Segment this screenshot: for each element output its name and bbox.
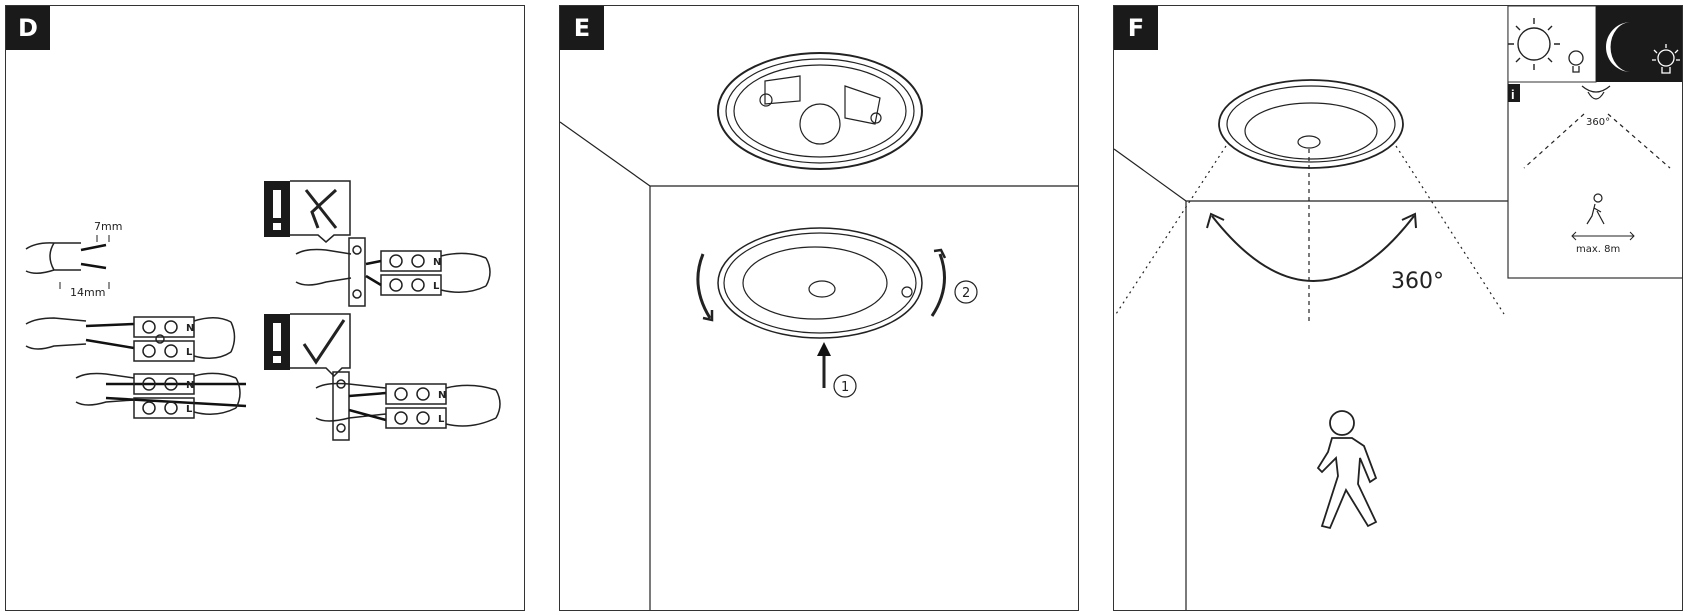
panel-d-label: D — [6, 6, 50, 50]
lit-bulb-icon — [1652, 44, 1680, 74]
terminal-l-3: L — [433, 281, 440, 292]
sun-icon — [1508, 18, 1560, 70]
walking-person-icon — [1316, 410, 1378, 530]
sensor-diagram: 360° i — [1114, 6, 1682, 610]
terminal-n-2: N — [186, 380, 194, 391]
bulb-icon — [1568, 50, 1584, 73]
panel-f-sensor: F 360° — [1113, 5, 1683, 611]
panel-f-label: F — [1114, 6, 1158, 50]
terminal-l-4: L — [438, 414, 445, 425]
strip-length-long: 14mm — [70, 286, 105, 299]
terminal-l-1: L — [186, 347, 193, 358]
mounting-diagram: 1 2 — [560, 52, 1078, 610]
step-1-number: 1 — [841, 380, 849, 395]
check-icon — [302, 319, 346, 365]
panel-e-label: E — [560, 6, 604, 50]
info-icon: i — [1511, 87, 1515, 102]
terminal-n-1: N — [186, 323, 194, 334]
warning-icon-2 — [264, 314, 290, 370]
panel-d-wiring: D — [5, 5, 525, 611]
terminal-n-3: N — [433, 257, 441, 268]
wiring-diagram: 7mm 14mm N L N L N — [25, 180, 501, 441]
terminal-l-2: L — [186, 404, 193, 415]
moon-icon — [1605, 21, 1631, 72]
detection-range: max. 8m — [1576, 244, 1620, 255]
info-angle: 360° — [1586, 117, 1610, 128]
step-2-number: 2 — [962, 286, 970, 301]
terminal-n-4: N — [438, 390, 446, 401]
up-arrow — [817, 342, 831, 356]
ceiling-edge — [560, 121, 1078, 187]
small-walking-person-icon — [1586, 193, 1605, 225]
panel-e-mounting: E 1 — [559, 5, 1079, 611]
warning-icon — [264, 181, 290, 237]
cross-icon — [304, 188, 338, 229]
strip-length-short: 7mm — [94, 220, 122, 233]
detection-angle: 360° — [1391, 269, 1444, 294]
